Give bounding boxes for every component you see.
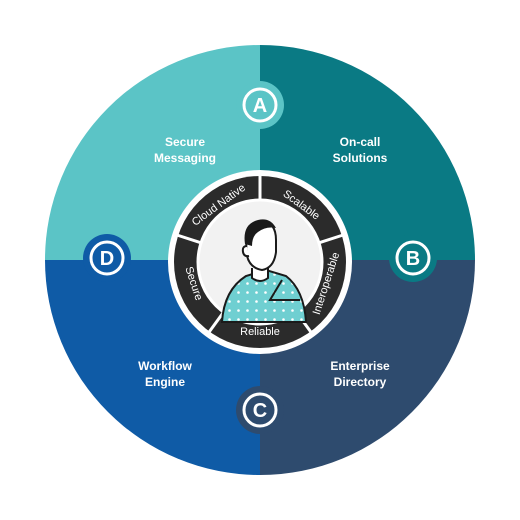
- badge-d-letter: D: [100, 248, 114, 270]
- ring-divider: [207, 311, 225, 334]
- quadrant-a-label-2: Messaging: [154, 151, 216, 165]
- ring-divider: [176, 233, 202, 245]
- badge-d: D: [83, 234, 131, 282]
- quadrant-b-label-2: Solutions: [333, 151, 388, 165]
- ring-label-reliable: Reliable: [240, 326, 280, 338]
- quadrant-b-label-1: On-call: [340, 135, 381, 149]
- quadrant-a-label-1: Secure: [165, 135, 205, 149]
- quadrant-d-label-1: Workflow: [138, 359, 192, 373]
- badge-b-letter: B: [406, 248, 420, 270]
- person-in-gown-icon: [220, 219, 308, 323]
- badge-a: A: [236, 81, 284, 129]
- badge-a-letter: A: [253, 95, 267, 117]
- quadrant-d-label-2: Engine: [145, 375, 185, 389]
- badge-b: B: [389, 234, 437, 282]
- quadrant-c-label-1: Enterprise: [330, 359, 390, 373]
- ring-divider: [318, 233, 344, 245]
- badge-c-letter: C: [253, 400, 267, 422]
- quadrant-c-label-2: Directory: [334, 375, 387, 389]
- badge-c: C: [236, 386, 284, 434]
